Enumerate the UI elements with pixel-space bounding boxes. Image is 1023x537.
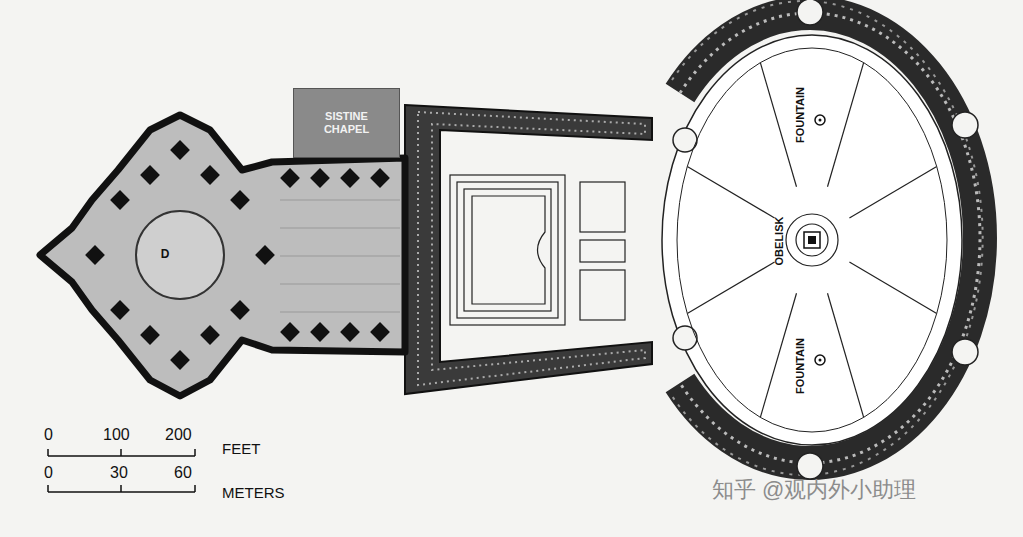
watermark: 知乎 @观内外小助理	[712, 478, 916, 502]
node-text: SISTINE CHAPEL	[312, 110, 382, 135]
pier	[280, 168, 300, 188]
paving-spoke	[827, 63, 863, 187]
nave-grid	[280, 256, 400, 257]
paving-spoke	[827, 293, 863, 417]
scale-number: 0	[44, 464, 53, 482]
nave-grid	[280, 284, 400, 285]
colonnade-exedra	[952, 112, 978, 138]
paving-spoke	[760, 293, 796, 417]
pier	[310, 322, 330, 342]
fountain-symbol	[815, 115, 825, 125]
fountain-label: FOUNTAIN	[794, 338, 806, 394]
scale-unit: FEET	[222, 441, 260, 458]
courtyard-step	[457, 182, 558, 318]
pier	[200, 165, 220, 185]
corridor-columns	[418, 112, 645, 385]
fountain-symbol	[815, 355, 825, 365]
node-text: D	[161, 248, 170, 262]
pier	[255, 245, 275, 265]
scale-unit: METERS	[222, 485, 285, 502]
courtyard-step	[472, 196, 545, 304]
pier	[140, 165, 160, 185]
corridor-wall	[405, 105, 652, 394]
paving-spoke	[849, 167, 936, 218]
obelisk-ring	[786, 214, 838, 266]
colonnade	[680, 13, 980, 463]
pier	[230, 190, 250, 210]
piazza-ring	[677, 48, 947, 432]
scale-number: 100	[103, 426, 130, 444]
obelisk	[804, 232, 820, 248]
paving-spoke	[687, 262, 774, 313]
colonnade-columns	[680, 13, 980, 463]
pier	[200, 325, 220, 345]
scale-tick	[47, 449, 49, 456]
pier	[140, 325, 160, 345]
scale-tick	[194, 485, 196, 492]
scale-tick	[194, 449, 196, 456]
scale-number: 30	[110, 464, 128, 482]
courtyard-bed	[580, 270, 625, 320]
paving-spoke	[687, 167, 774, 218]
scale-number: 0	[44, 426, 53, 444]
pier	[370, 168, 390, 188]
scale-number: 60	[174, 464, 192, 482]
pier	[370, 322, 390, 342]
pier	[170, 350, 190, 370]
colonnade-exedra	[797, 0, 823, 25]
paving-spokes	[687, 63, 936, 418]
scale-tick	[120, 485, 122, 492]
pier	[310, 168, 330, 188]
dome	[136, 211, 224, 299]
courtyard	[450, 175, 625, 325]
pier	[340, 168, 360, 188]
pier	[110, 300, 130, 320]
fountain-symbol	[819, 359, 822, 362]
basilica-piers	[85, 140, 400, 370]
piazza-ground	[662, 35, 962, 445]
pier	[85, 245, 105, 265]
nave-grid	[280, 200, 400, 201]
obelisk-label: OBELISK	[773, 217, 785, 266]
scale-number: 200	[165, 426, 192, 444]
scale-tick	[47, 485, 49, 492]
colonnade-exedra	[673, 326, 697, 350]
pier	[340, 322, 360, 342]
paving-spoke	[760, 63, 796, 187]
scale-tick	[120, 449, 122, 456]
courtyard-step	[464, 189, 551, 311]
nave-grid	[280, 228, 400, 229]
pier	[230, 300, 250, 320]
colonnade-exedra	[797, 453, 823, 479]
fountain-label: FOUNTAIN	[794, 87, 806, 143]
courtyard-step	[450, 175, 565, 325]
nave-grid	[280, 312, 400, 313]
chapel-box: SISTINE CHAPEL	[293, 88, 400, 158]
courtyard-bed	[580, 240, 625, 262]
courtyard-bed	[580, 182, 625, 232]
fountain-symbol	[819, 119, 822, 122]
obelisk-base	[796, 224, 828, 256]
colonnade-columns	[672, 1, 983, 475]
colonnade-exedra	[952, 339, 978, 365]
paving-spoke	[849, 262, 936, 313]
scale-bar	[48, 449, 195, 492]
pier	[280, 322, 300, 342]
dome-circle: D	[136, 211, 224, 299]
obelisk	[808, 236, 816, 244]
pier	[110, 190, 130, 210]
pier	[170, 140, 190, 160]
